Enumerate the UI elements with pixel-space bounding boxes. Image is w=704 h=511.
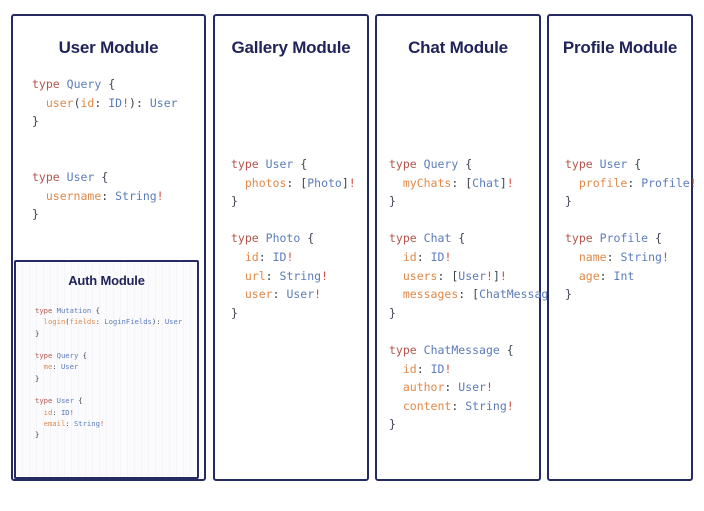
code-block-user-module: type Query { user(id: ID!): User } type … xyxy=(32,77,178,222)
card-profile-module[interactable]: Profile Module type User { profile: Prof… xyxy=(547,14,697,481)
code-block-gallery-module: type User { photos: [Photo]! } type Phot… xyxy=(231,157,356,320)
card-user-module[interactable]: User Module type Query { user(id: ID!): … xyxy=(11,14,206,481)
card-auth-module[interactable]: Auth Module type Mutation { login(fields… xyxy=(14,260,199,479)
card-chat-module[interactable]: Chat Module type Query { myChats: [Chat]… xyxy=(375,14,569,481)
code-block-chat-module: type Query { myChats: [Chat]! } type Cha… xyxy=(389,157,569,432)
code-block-profile-module: type User { profile: Profile! } type Pro… xyxy=(565,157,697,302)
card-title-profile-module: Profile Module xyxy=(562,38,678,57)
card-gallery-module[interactable]: Gallery Module type User { photos: [Phot… xyxy=(213,14,369,481)
card-title-auth-module: Auth Module xyxy=(68,273,145,288)
card-title-gallery-module: Gallery Module xyxy=(231,38,351,57)
card-title-user-module: User Module xyxy=(58,38,159,57)
card-title-chat-module: Chat Module xyxy=(408,38,508,57)
code-block-auth-module: type Mutation { login(fields: LoginField… xyxy=(35,306,183,440)
